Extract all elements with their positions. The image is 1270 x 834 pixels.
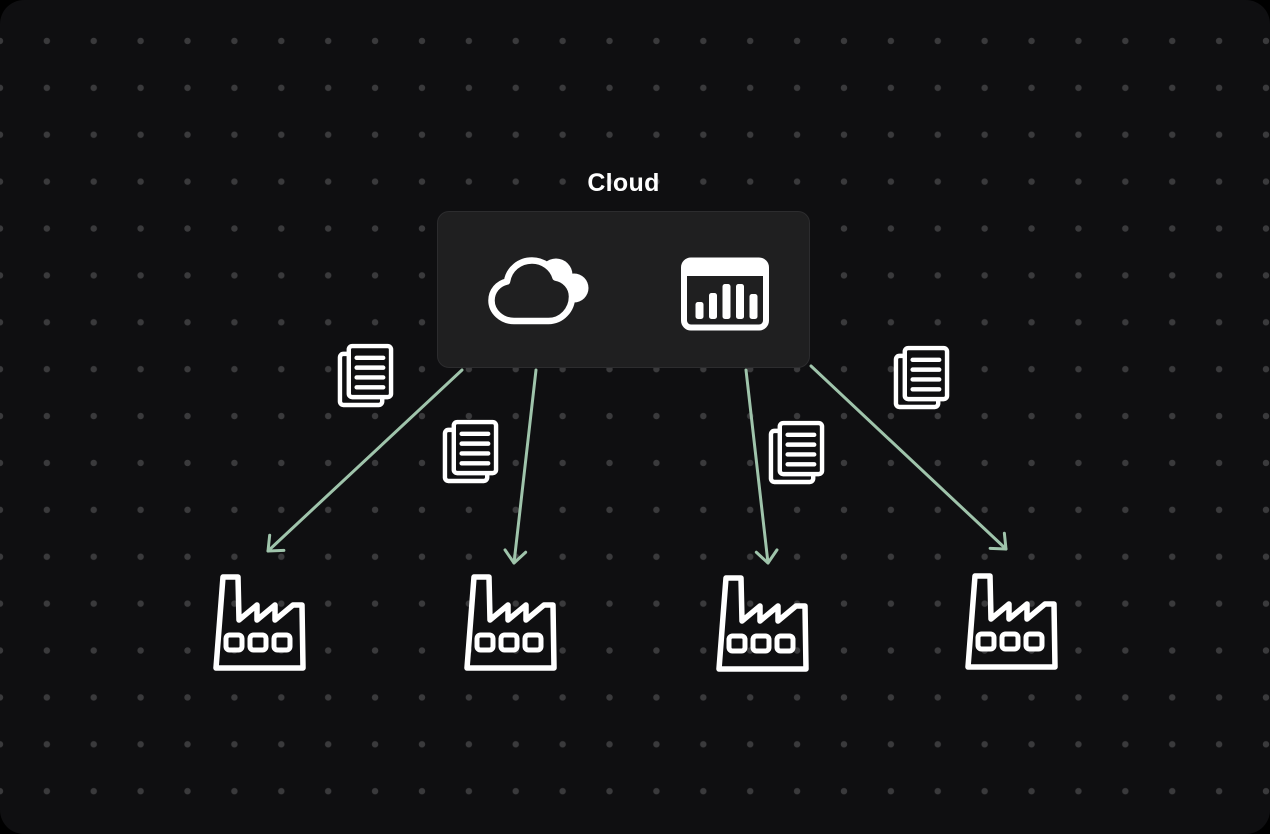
- arrow-cloud-to-factory-1[interactable]: [266, 368, 464, 553]
- cloud-node-label: Cloud: [587, 169, 660, 197]
- factory-icon[interactable]: [963, 571, 1061, 671]
- factory-icon[interactable]: [462, 572, 560, 672]
- documents-icon[interactable]: [442, 419, 499, 485]
- factory-icon[interactable]: [714, 573, 812, 673]
- arrow-cloud-to-factory-2[interactable]: [503, 368, 538, 565]
- documents-icon[interactable]: [768, 420, 825, 486]
- bar-chart-window-icon: [681, 257, 769, 331]
- arrow-cloud-to-factory-3[interactable]: [744, 368, 779, 565]
- documents-icon[interactable]: [893, 345, 950, 411]
- documents-icon[interactable]: [337, 343, 394, 409]
- factory-icon[interactable]: [211, 572, 309, 672]
- cloud-icon: [488, 257, 589, 325]
- arrow-cloud-to-factory-4[interactable]: [809, 364, 1008, 551]
